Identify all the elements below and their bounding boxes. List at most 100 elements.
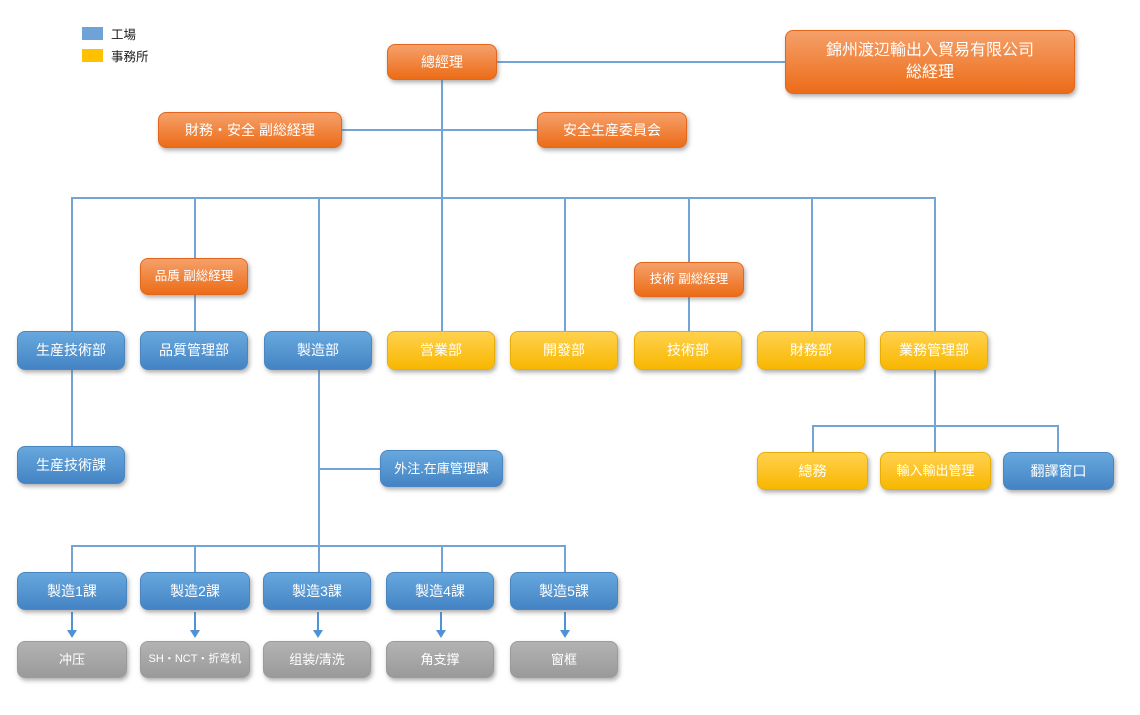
down-arrow-head-icon bbox=[560, 630, 570, 638]
connector bbox=[318, 370, 320, 545]
connector bbox=[71, 545, 73, 572]
node-general-affairs: 總務 bbox=[757, 452, 868, 490]
node-label-line2: 総経理 bbox=[905, 64, 954, 81]
node-label: 外注.在庫管理課 bbox=[394, 460, 489, 476]
down-arrow-head-icon bbox=[313, 630, 323, 638]
node-sh-nct-bending-machine: SH・NCT・折弯机 bbox=[140, 641, 250, 678]
node-label: 冲压 bbox=[58, 651, 85, 667]
node-translation-window: 翻譯窗口 bbox=[1003, 452, 1114, 490]
connector bbox=[564, 545, 566, 572]
down-arrow bbox=[317, 612, 319, 631]
down-arrow-head-icon bbox=[67, 630, 77, 638]
node-business-admin-dept: 業務管理部 bbox=[880, 331, 988, 370]
connector bbox=[441, 545, 443, 572]
connector bbox=[934, 197, 936, 331]
down-arrow bbox=[440, 612, 442, 631]
legend-label: 工場 bbox=[111, 28, 137, 42]
legend-item-factory: 工場 bbox=[82, 24, 149, 43]
node-development-dept: 開發部 bbox=[510, 331, 618, 370]
node-quality-control-dept: 品質管理部 bbox=[140, 331, 248, 370]
connector bbox=[318, 197, 320, 331]
node-label: 製造1課 bbox=[47, 582, 97, 599]
node-label: 財務部 bbox=[790, 342, 832, 359]
node-label: 製造5課 bbox=[539, 582, 589, 599]
connector bbox=[71, 197, 935, 199]
connector bbox=[688, 297, 690, 331]
down-arrow bbox=[71, 612, 73, 631]
legend-item-office: 事務所 bbox=[82, 46, 149, 65]
node-production-tech-section: 生産技術課 bbox=[17, 446, 125, 484]
node-label: 財務・安全 副総経理 bbox=[185, 121, 315, 138]
node-label: 錦州渡辺輸出入貿易有限公司 bbox=[825, 42, 1034, 60]
node-outsourcing-inventory-section: 外注.在庫管理課 bbox=[380, 450, 503, 487]
connector bbox=[688, 197, 690, 262]
node-production-tech-dept: 生産技術部 bbox=[17, 331, 125, 370]
connector bbox=[441, 129, 537, 131]
legend: 工場 事務所 bbox=[82, 24, 149, 65]
connector bbox=[342, 129, 441, 131]
connector bbox=[71, 197, 73, 331]
node-label: 技術部 bbox=[667, 342, 709, 359]
node-finance-dept: 財務部 bbox=[757, 331, 865, 370]
office-color-swatch bbox=[82, 49, 103, 62]
down-arrow bbox=[194, 612, 196, 631]
node-label: 生産技術部 bbox=[36, 342, 106, 359]
node-import-export-admin: 輸入輸出管理 bbox=[880, 452, 991, 490]
node-label: 製造2課 bbox=[170, 582, 220, 599]
connector bbox=[71, 370, 73, 446]
node-assembly-cleaning: 组装/清洗 bbox=[263, 641, 371, 678]
node-label: 翻譯窗口 bbox=[1030, 462, 1087, 479]
node-label: 輸入輸出管理 bbox=[896, 463, 975, 479]
node-label: 品貭 副総経理 bbox=[154, 269, 234, 284]
node-stamping: 冲压 bbox=[17, 641, 127, 678]
connector bbox=[934, 425, 936, 452]
connector bbox=[441, 197, 443, 331]
node-label: 品質管理部 bbox=[159, 342, 229, 359]
connector bbox=[564, 197, 566, 331]
connector bbox=[194, 545, 196, 572]
node-label: SH・NCT・折弯机 bbox=[148, 653, 242, 666]
node-window-frame: 窗框 bbox=[510, 641, 618, 678]
connector bbox=[194, 295, 196, 331]
node-label: 角支撑 bbox=[420, 651, 460, 667]
connector bbox=[1057, 425, 1059, 452]
node-manufacturing-section-2: 製造2課 bbox=[140, 572, 250, 610]
node-manufacturing-section-1: 製造1課 bbox=[17, 572, 127, 610]
node-label: 営業部 bbox=[420, 342, 462, 359]
node-label: 總經理 bbox=[421, 53, 463, 70]
node-label: 製造3課 bbox=[292, 582, 342, 599]
node-label: 生産技術課 bbox=[36, 456, 106, 473]
node-safety-production-committee: 安全生産委員会 bbox=[537, 112, 687, 148]
node-label: 窗框 bbox=[550, 651, 577, 667]
node-label: 安全生産委員会 bbox=[563, 121, 661, 138]
node-technology-dept: 技術部 bbox=[634, 331, 742, 370]
node-technology-vp: 技術 副総経理 bbox=[634, 262, 744, 297]
node-corner-support: 角支撑 bbox=[386, 641, 494, 678]
connector bbox=[812, 425, 814, 452]
connector bbox=[441, 80, 443, 197]
factory-color-swatch bbox=[82, 27, 103, 40]
node-general-manager: 總經理 bbox=[387, 44, 497, 80]
legend-label: 事務所 bbox=[111, 50, 149, 64]
node-label: 製造部 bbox=[297, 342, 339, 359]
node-manufacturing-dept: 製造部 bbox=[264, 331, 372, 370]
node-label: 技術 副総経理 bbox=[649, 272, 729, 287]
connector bbox=[934, 370, 936, 425]
node-manufacturing-section-4: 製造4課 bbox=[386, 572, 494, 610]
node-finance-safety-vp: 財務・安全 副総経理 bbox=[158, 112, 342, 148]
node-manufacturing-section-5: 製造5課 bbox=[510, 572, 618, 610]
node-label: 業務管理部 bbox=[899, 342, 969, 359]
down-arrow-head-icon bbox=[436, 630, 446, 638]
node-trade-company-gm: 錦州渡辺輸出入貿易有限公司 総経理 bbox=[785, 30, 1075, 94]
connector bbox=[497, 61, 785, 63]
connector bbox=[811, 197, 813, 331]
down-arrow-head-icon bbox=[190, 630, 200, 638]
node-manufacturing-section-3: 製造3課 bbox=[263, 572, 371, 610]
node-sales-dept: 営業部 bbox=[387, 331, 495, 370]
node-label: 開發部 bbox=[543, 342, 585, 359]
connector bbox=[318, 468, 380, 470]
connector bbox=[318, 545, 320, 572]
node-label: 製造4課 bbox=[415, 582, 465, 599]
node-label: 總務 bbox=[798, 462, 827, 479]
